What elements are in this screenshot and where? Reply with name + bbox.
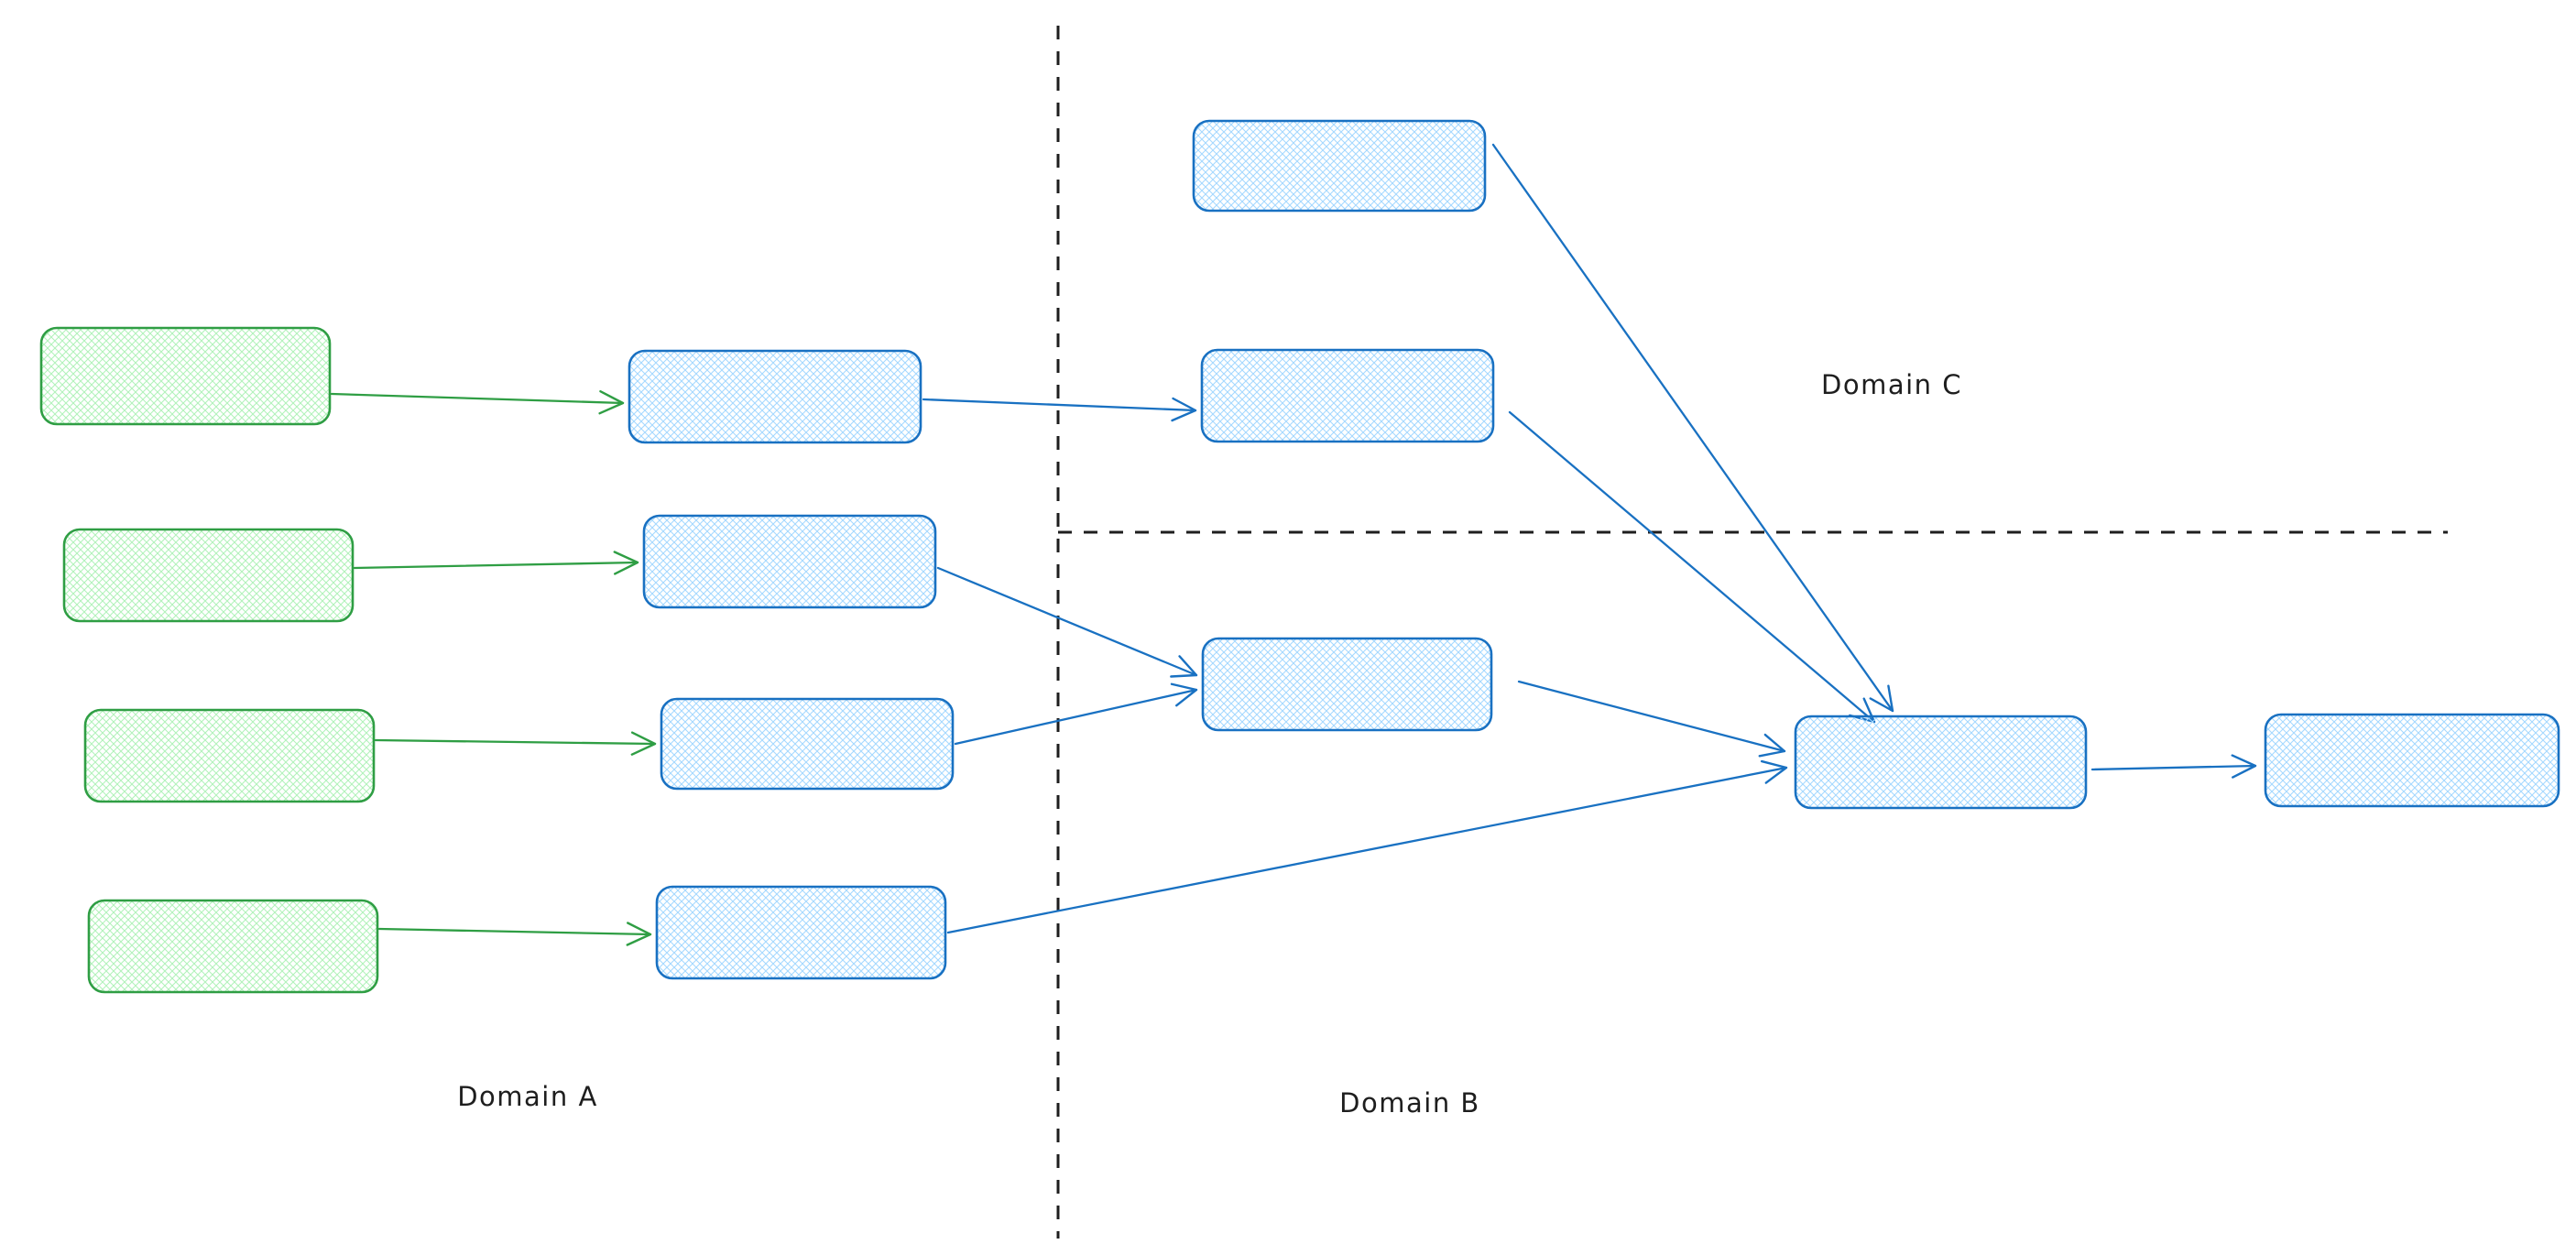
node-domain-b-node-1 bbox=[1200, 348, 1495, 443]
node-merge-node bbox=[1794, 715, 2088, 810]
diagram-edges bbox=[330, 143, 2257, 946]
node-domain-a-source-3 bbox=[83, 708, 376, 803]
node-domain-b-node-2 bbox=[1201, 637, 1493, 732]
edge-stage4-merge bbox=[946, 759, 1788, 934]
domain-c-label: Domain C bbox=[1821, 369, 1962, 400]
edge-merge-output bbox=[2090, 754, 2257, 779]
edge-source1-stage1 bbox=[330, 390, 625, 415]
node-domain-a-source-1 bbox=[39, 326, 332, 426]
node-output-node bbox=[2264, 713, 2560, 808]
node-domain-c-node bbox=[1192, 119, 1487, 213]
edge-stage3-bnode2 bbox=[954, 682, 1198, 746]
node-domain-a-source-2 bbox=[62, 528, 355, 623]
node-domain-a-stage-4 bbox=[655, 885, 947, 980]
edge-bnode1-merge bbox=[1508, 410, 1876, 724]
domain-dividers bbox=[1056, 26, 2448, 1239]
node-domain-a-stage-2 bbox=[642, 514, 937, 609]
domain-b-label: Domain B bbox=[1339, 1087, 1480, 1119]
edge-source3-stage3 bbox=[374, 731, 657, 756]
node-domain-a-stage-3 bbox=[660, 697, 955, 791]
node-domain-a-source-4 bbox=[87, 899, 379, 994]
edge-bnode2-merge bbox=[1517, 680, 1786, 758]
edge-source2-stage2 bbox=[353, 551, 639, 575]
domain-a-label: Domain A bbox=[457, 1081, 598, 1112]
edge-stage1-bnode1 bbox=[922, 397, 1197, 422]
edge-source4-stage4 bbox=[377, 922, 652, 946]
diagram-nodes bbox=[39, 119, 2560, 994]
edge-stage2-bnode2 bbox=[936, 566, 1198, 678]
edge-cnode-merge bbox=[1491, 143, 1894, 713]
node-domain-a-stage-1 bbox=[628, 349, 922, 444]
